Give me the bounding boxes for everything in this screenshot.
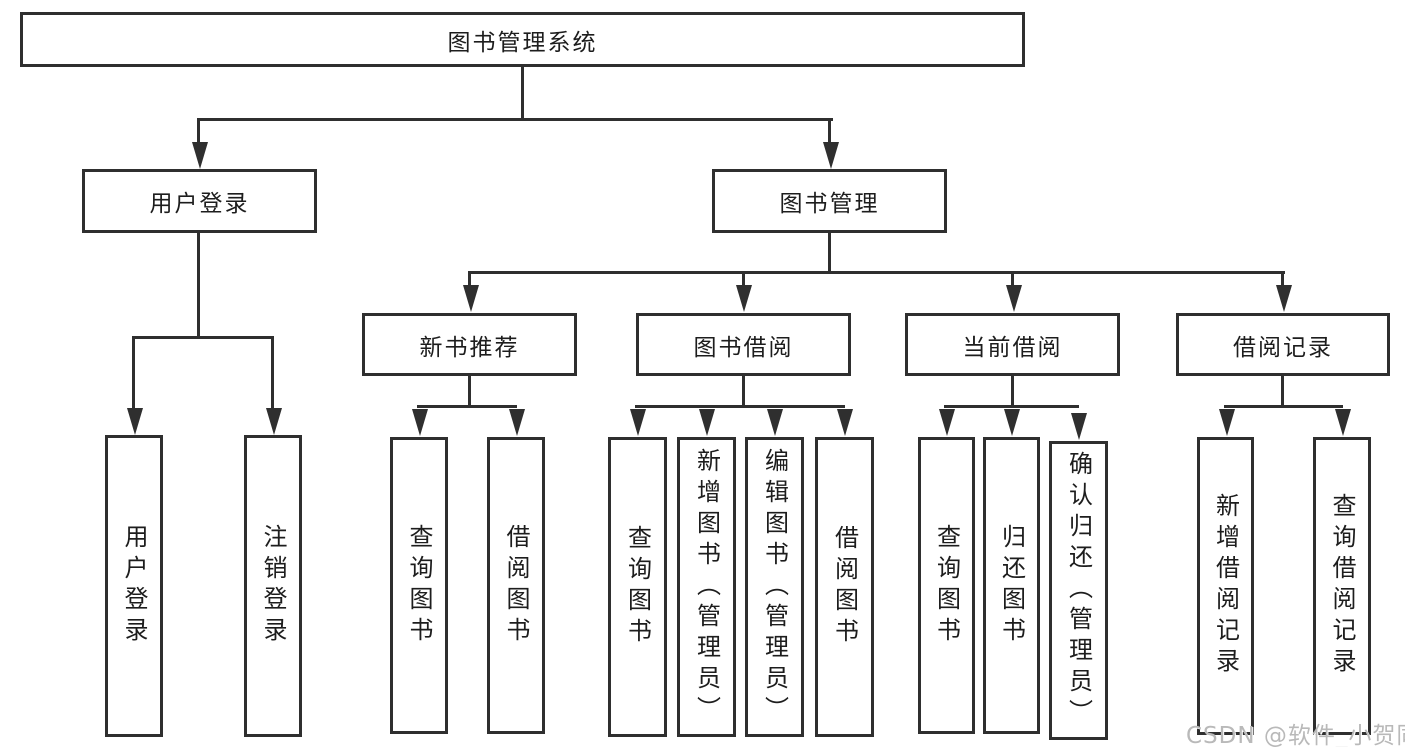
arrow-down-icon [1276,285,1292,312]
connector-line [417,405,517,408]
node-book-borrowing: 图书借阅 [636,313,851,376]
leaf-label: 查询借阅记录 [1328,493,1356,679]
connector-line [1011,376,1014,408]
connector-line [944,405,1079,408]
leaf-query-borrow-record: 查询借阅记录 [1313,437,1371,735]
connector-line [468,273,471,289]
leaf-confirm-return-admin: 确认归还（管理员） [1049,441,1108,740]
connector-line [132,338,135,412]
arrow-down-icon [127,408,143,435]
leaf-label: 查询图书 [405,523,433,648]
arrow-down-icon [837,409,853,436]
connector-line [197,233,200,339]
connector-line [271,338,274,412]
leaf-label: 查询图书 [932,523,961,648]
node-label: 用户登录 [149,191,250,217]
leaf-return-books: 归还图书 [983,437,1040,734]
connector-line [197,120,200,148]
arrow-down-icon [767,409,783,436]
leaf-query-books: 查询图书 [918,437,975,734]
leaf-add-borrow-record: 新增借阅记录 [1197,437,1254,735]
leaf-label: 借阅图书 [830,525,859,649]
leaf-query-books: 查询图书 [608,437,667,737]
csdn-watermark: CSDN @软件_小贺同学 [1186,723,1405,747]
node-borrowing-records: 借阅记录 [1176,313,1390,376]
arrow-down-icon [266,408,282,435]
arrow-down-icon [1071,413,1087,440]
node-label: 图书借阅 [693,334,794,361]
leaf-borrow-books: 借阅图书 [487,437,545,734]
leaf-add-books-admin: 新增图书（管理员） [677,437,736,737]
arrow-down-icon [736,285,752,312]
leaf-label: 编辑图书（管理员） [760,447,789,727]
arrow-down-icon [1219,409,1235,436]
arrow-down-icon [192,142,208,169]
leaf-query-books: 查询图书 [390,437,448,734]
node-new-book-recommend: 新书推荐 [362,313,577,376]
node-label: 图书管理系统 [447,29,598,56]
connector-line [742,273,745,289]
arrow-down-icon [699,409,715,436]
node-label: 新书推荐 [419,334,520,361]
arrow-down-icon [1006,285,1022,312]
leaf-label: 借阅图书 [502,523,530,648]
leaf-borrow-books: 借阅图书 [815,437,874,737]
connector-line [468,376,471,408]
connector-line [1281,376,1284,408]
node-label: 图书管理 [779,191,880,217]
arrow-down-icon [1004,409,1020,436]
connector-line [1011,273,1014,289]
connector-line [742,376,745,408]
connector-line [828,233,831,274]
arrow-down-icon [630,409,646,436]
leaf-label: 确认归还（管理员） [1064,451,1093,730]
leaf-label: 新增图书（管理员） [692,447,721,727]
node-label: 当前借阅 [962,334,1063,361]
leaf-edit-books-admin: 编辑图书（管理员） [745,437,804,737]
connector-line [521,66,524,120]
arrow-down-icon [823,142,839,169]
arrow-down-icon [412,409,428,436]
leaf-label: 查询图书 [623,525,652,649]
node-label: 借阅记录 [1233,334,1333,361]
leaf-label: 用户登录 [120,524,148,648]
connector-line [132,336,274,339]
node-current-borrowing: 当前借阅 [905,313,1120,376]
leaf-label: 注销登录 [259,524,287,648]
connector-line [828,120,831,148]
node-library-management-system: 图书管理系统 [20,12,1025,67]
leaf-logout: 注销登录 [244,435,302,737]
leaf-label: 新增借阅记录 [1211,493,1240,679]
leaf-user-login: 用户登录 [105,435,163,737]
arrow-down-icon [509,409,525,436]
leaf-label: 归还图书 [997,523,1026,648]
node-user-login: 用户登录 [82,169,317,233]
arrow-down-icon [939,409,955,436]
connector-line [1281,273,1284,289]
connector-line [468,271,1285,274]
connector-line [1224,405,1343,408]
arrow-down-icon [463,285,479,312]
arrow-down-icon [1335,409,1351,436]
connector-line [635,405,845,408]
node-book-management: 图书管理 [712,169,947,233]
connector-line [197,118,833,121]
